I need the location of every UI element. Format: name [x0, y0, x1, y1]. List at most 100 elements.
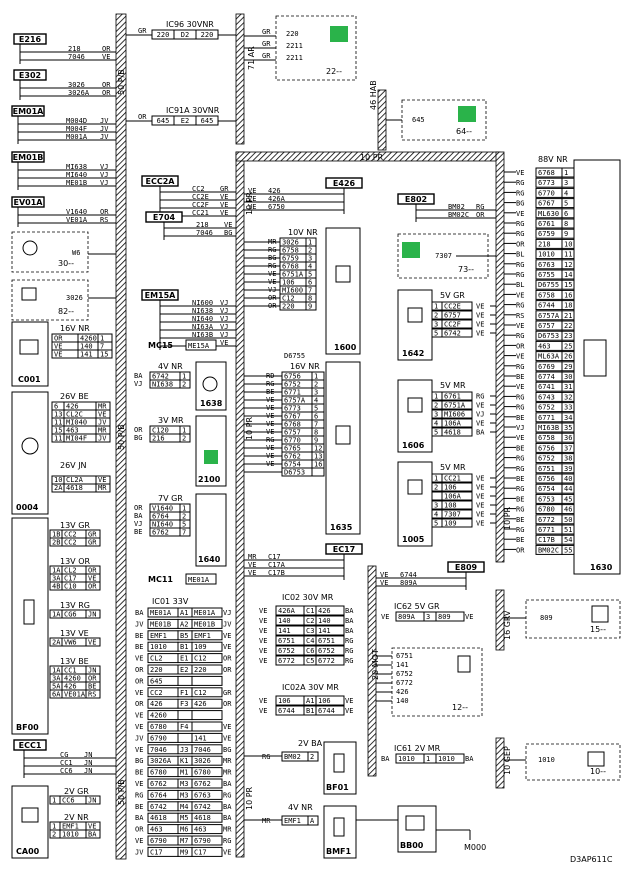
wire-color-E302-0: OR	[102, 81, 111, 89]
wire-color-EV01A-1: RS	[100, 216, 108, 224]
component-1600-cell-8-2	[305, 301, 317, 311]
component-1630-text-28: 6752	[538, 455, 555, 463]
component-1005-cell-2-0	[431, 491, 443, 501]
connector-ic01-text-13-2: K1	[180, 757, 188, 765]
device-22-wire-num-0: 220	[286, 30, 299, 38]
wire-color-EM01A-0: JV	[100, 117, 109, 125]
connector-ic02a-color-0-0: VE	[259, 697, 267, 705]
component-1606-color-2: VJ	[476, 411, 484, 419]
motor-icon	[202, 376, 218, 392]
device-73-label: 73--	[458, 265, 474, 274]
component-1630-color-28: RG	[516, 455, 524, 463]
component-1635-cell-text-0-2: 1	[314, 373, 318, 381]
connector-ic01-text-2-1: EMF1	[150, 632, 167, 640]
component-1630-text-15: 6757	[538, 322, 555, 330]
component-1005-text-3-1: 108	[444, 502, 457, 510]
component-1642-color-2: VE	[476, 321, 484, 329]
connector-ic02a-text-1-3: 6744	[318, 707, 335, 715]
component-ca00-group-title-0: 2V GR	[64, 787, 89, 796]
component-1005-cell-0-1	[441, 473, 473, 483]
connector-ic01-text-7-1: CC2	[150, 689, 163, 697]
wire-color-EM01B-1: VJ	[100, 171, 108, 179]
component-1606-color-4: BA	[476, 429, 485, 437]
component-bf00-text-4-1-0: 3A	[52, 675, 61, 683]
component-1606-text-4-1: 4618	[444, 429, 461, 437]
component-1638-wire-color-0: BA	[134, 372, 143, 380]
connector-ic01-color-12-0: VE	[135, 746, 143, 754]
component-1630-text-31: 6754	[538, 485, 555, 493]
component-0004-row2-cell-1-2	[95, 483, 111, 493]
component-bmf1-text-a: EMF1	[284, 817, 301, 825]
component-1638-cell-text-1-1: NI638	[152, 381, 173, 389]
component-1005-cell-1-1	[441, 482, 473, 492]
connector-ic01-color-13-4: MR	[223, 757, 232, 765]
component-1630-pin-10: 14	[564, 271, 572, 279]
component-2100-cell-text-1-1: 216	[152, 435, 165, 443]
component-1638-cell-text-0-2: 1	[182, 373, 186, 381]
connector-ic01-text-17-2: M4	[180, 803, 188, 811]
connector-ic62-color-4: VE	[465, 613, 473, 621]
connector-ecc2a-wire-b-3: VE	[220, 209, 228, 217]
connector-ic01-text-2-3: EMF1	[194, 632, 211, 640]
connector-ecc2a-wire-b-1: VE	[220, 193, 228, 201]
component-1005-color-5: VE	[476, 520, 484, 528]
component-1642-text-0-0: 1	[434, 303, 438, 311]
component-1630-text-5: 6761	[538, 220, 555, 228]
device-12-icon	[457, 655, 471, 673]
component-1606-cell-3-1	[441, 418, 473, 428]
ecu-icon	[583, 339, 607, 377]
connector-ic01-text-13-3: 3026	[194, 757, 211, 765]
connector-ic01-color-12-4: BG	[223, 746, 231, 754]
connector-ic01-color-14-4: MR	[223, 769, 232, 777]
component-1606-color-3: VE	[476, 420, 484, 428]
wire-color-EM01B-2: VJ	[100, 179, 108, 187]
connector-ic01-color-1-4: JV	[223, 620, 232, 628]
connector-ic01-color-0-4: VJ	[223, 609, 231, 617]
wire-num-EM01A-2: M001A	[66, 133, 88, 141]
component-bf00-group-title-1: 13V OR	[60, 557, 90, 566]
connector-ecc2a-wire-a-1: CC2E	[192, 193, 209, 201]
component-bmf1-id: BMF1	[326, 847, 352, 856]
component-bf00-text-3-0-0: 2A	[52, 639, 61, 647]
component-1005-color-3: VE	[476, 502, 484, 510]
bus-label-b10: 16 GRV	[503, 610, 512, 640]
wire-num-EM01B-2: ME01B	[66, 179, 87, 187]
component-0004-cell-text-1-0: 13	[54, 411, 62, 419]
connector-ic62-title: IC62 5V GR	[394, 602, 440, 611]
component-1642-text-1-0: 2	[434, 312, 438, 320]
connector-ic02-cell-0-3	[315, 605, 345, 616]
component-1630-color-30: BE	[516, 475, 524, 483]
component-1635-cell-text-5-1: 6767	[284, 413, 301, 421]
connector-ic01-cell-18-3	[191, 812, 223, 823]
bus-label-b4c: 10 PR	[245, 786, 254, 810]
device-82-label: 82--	[58, 307, 74, 316]
connector-e809-wire-b-0: 6744	[400, 571, 417, 579]
component-1606-text-3-1: 106A	[444, 420, 462, 428]
connector-ic01-cell-11-2	[177, 732, 193, 743]
bus-grv	[495, 589, 505, 651]
connector-ic01-text-12-3: 7046	[194, 746, 211, 754]
component-bf00-text-1-0-2: OR	[88, 567, 97, 575]
component-1630-color-2: RG	[516, 189, 524, 197]
connector-ic01-text-1-1: ME01B	[150, 620, 171, 628]
connector-e426-wire-b-2: 6750	[268, 203, 285, 211]
connector-ic01-color-5-4: OR	[223, 666, 232, 674]
component-1630-text-12: 6758	[538, 291, 555, 299]
connector-ic02-text-5-2: C5	[306, 657, 314, 665]
component-1630-text-21: 6741	[538, 383, 555, 391]
component-bf00-text-4-0-2: JN	[88, 667, 96, 675]
component-0004-cell-text-2-2: JV	[98, 419, 107, 427]
component-1005-cell-4-1	[441, 509, 473, 519]
device-82-box	[11, 279, 89, 321]
connector-ic01-cell-8-3	[191, 698, 223, 709]
connector-ic01-color-20-4: RG	[223, 837, 231, 845]
component-1630-color-18: VE	[516, 353, 524, 361]
component-1600-cell-text-3-1: 6768	[282, 263, 299, 271]
component-1638-cell-text-1-2: 2	[182, 381, 186, 389]
connector-ic01-text-21-2: M9	[180, 848, 188, 856]
component-bmf1-fuse-icon	[333, 817, 345, 837]
bus-hab	[377, 89, 387, 151]
component-1635-cell-text-7-2: 8	[314, 429, 318, 437]
connector-ecc2a-id: ECC2A	[146, 177, 176, 186]
component-1630-color-37: OR	[516, 546, 525, 554]
